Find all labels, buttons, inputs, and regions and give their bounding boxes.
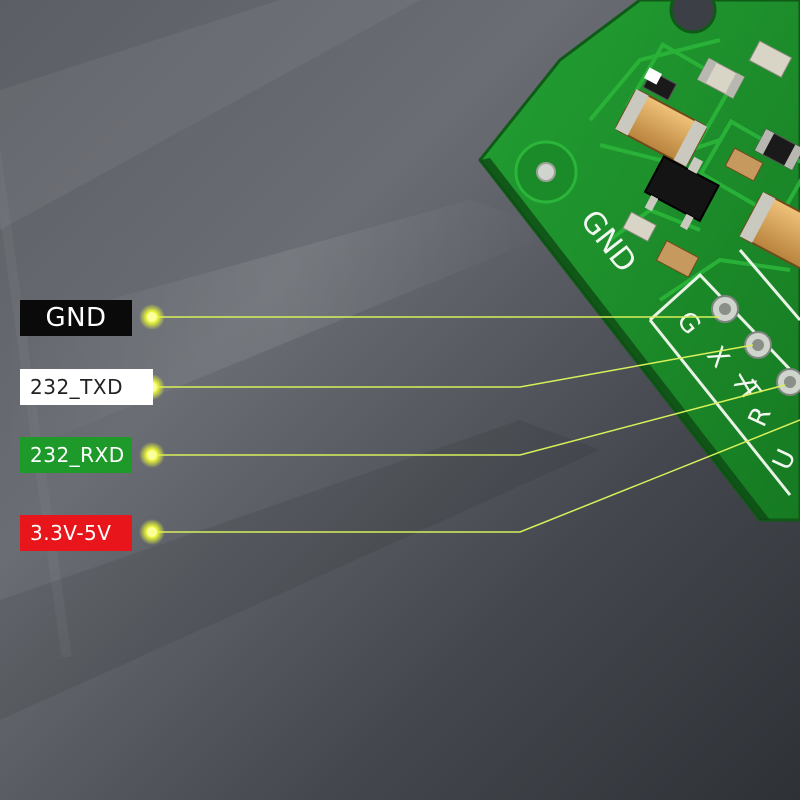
transistor-chip (643, 155, 720, 230)
pcb-board: GND G X T R X U (478, 0, 800, 522)
leader-line-vcc (152, 419, 800, 533)
smd-capacitor-large-2 (739, 192, 800, 274)
smd-capacitor-large (615, 89, 708, 167)
header-pins (711, 295, 800, 396)
leader-lines (152, 316, 800, 533)
pin-label-232-rxd: 232_RXD (20, 437, 132, 473)
leader-line-txd (152, 344, 754, 388)
mounting-hole (669, 0, 717, 34)
pin-label-power: 3.3V-5V (20, 515, 132, 551)
leader-line-rxd (152, 384, 786, 456)
pin-label-232-txd: 232_TXD (20, 369, 153, 405)
leader-dots (139, 304, 165, 545)
pin-label-gnd: GND (20, 300, 132, 336)
